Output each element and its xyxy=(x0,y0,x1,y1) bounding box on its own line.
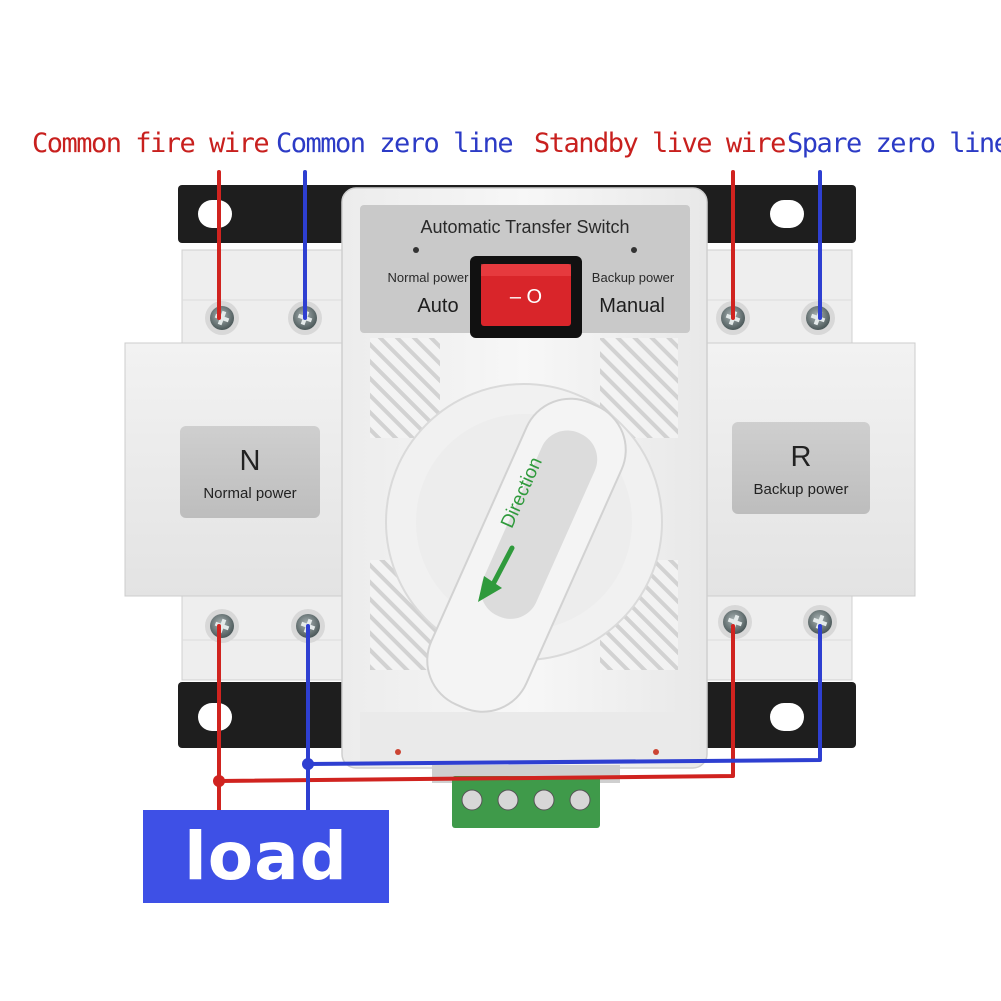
plate-caption-normal: Normal power xyxy=(203,485,296,502)
plate-caption-backup: Backup power xyxy=(753,481,848,498)
normal-power-small: Normal power xyxy=(388,270,470,285)
backup-power-small: Backup power xyxy=(592,270,675,285)
plate-letter-r: R xyxy=(791,441,812,473)
mode-manual-label: Manual xyxy=(599,295,665,317)
panel-title: Automatic Transfer Switch xyxy=(420,217,629,237)
control-terminal-block xyxy=(432,765,620,828)
live-junction xyxy=(213,775,225,787)
neutral-junction xyxy=(302,758,314,770)
label-common-fire-wire: Common fire wire xyxy=(32,128,270,159)
normal-power-plate: N Normal power xyxy=(180,426,320,518)
label-standby-live-wire: Standby live wire xyxy=(534,128,786,159)
direction-arrow-icon xyxy=(478,545,515,602)
load-box: load xyxy=(143,810,389,903)
mode-rocker-switch[interactable]: – O xyxy=(470,256,582,338)
wires xyxy=(217,170,822,820)
mode-auto-label: Auto xyxy=(417,295,458,317)
rotary-handle[interactable]: Direction xyxy=(385,383,663,727)
wire-live-backup-loop xyxy=(217,624,735,783)
label-spare-zero-line: Spare zero line xyxy=(787,128,1001,159)
load-label: load xyxy=(184,818,348,895)
backup-power-plate: R Backup power xyxy=(732,422,870,514)
plate-letter-n: N xyxy=(240,445,261,477)
rocker-label: – O xyxy=(510,286,542,308)
label-common-zero-line: Common zero line xyxy=(276,128,514,159)
wire-neutral-backup-loop xyxy=(306,624,822,766)
